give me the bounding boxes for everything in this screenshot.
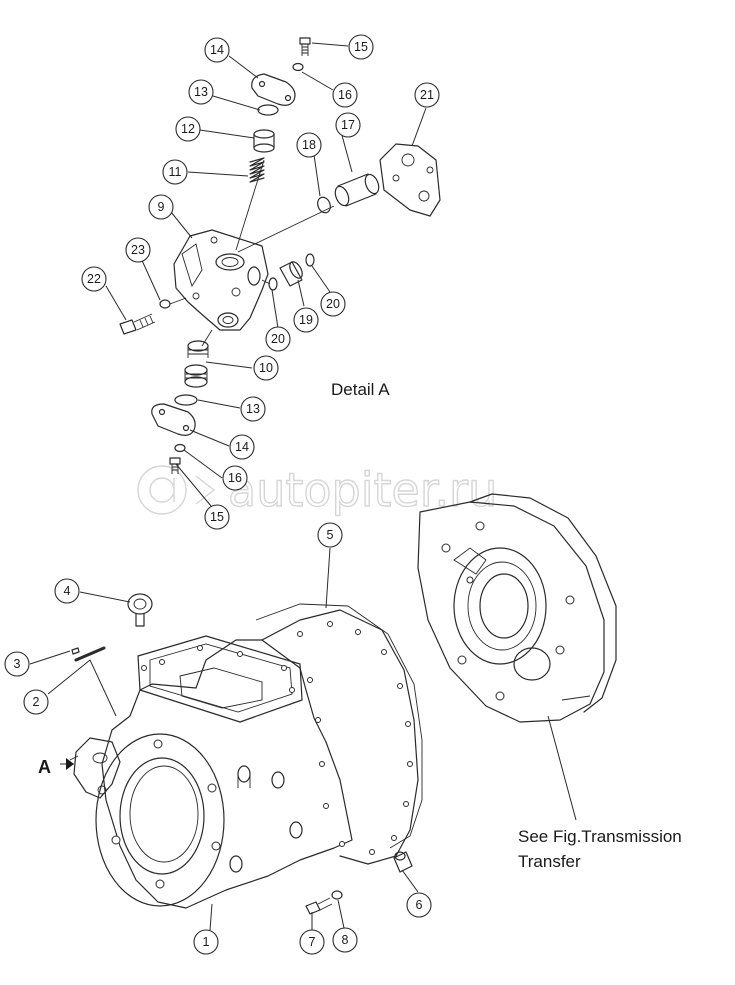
svg-text:7: 7 (309, 935, 316, 949)
callout-7: 7 (299, 929, 325, 955)
callout-6: 6 (406, 892, 432, 918)
part-plug (253, 129, 275, 153)
part-oring-side-b (305, 253, 315, 267)
svg-text:10: 10 (259, 361, 273, 375)
callout-8: 8 (332, 927, 358, 953)
part-lifting-eye (127, 593, 153, 627)
part-washer-case (331, 890, 343, 900)
callout-22: 22 (81, 266, 107, 292)
callout-12: 12 (175, 116, 201, 142)
svg-text:15: 15 (354, 40, 368, 54)
svg-text:14: 14 (210, 43, 224, 57)
valve-on-case (69, 737, 121, 799)
callout-16-top: 16 (332, 82, 358, 108)
svg-text:2: 2 (33, 695, 40, 709)
detail-a-label: Detail A (331, 380, 390, 399)
part-washer-side (159, 299, 171, 309)
part-washer-bottom (174, 443, 186, 453)
svg-text:13: 13 (194, 85, 208, 99)
svg-text:15: 15 (210, 510, 224, 524)
leader-lines (29, 42, 577, 931)
part-oring-pin (317, 196, 331, 214)
callout-2: 2 (23, 689, 49, 715)
part-spring (249, 157, 265, 183)
svg-text:3: 3 (14, 657, 21, 671)
callout-5: 5 (317, 522, 343, 548)
svg-text:8: 8 (342, 933, 349, 947)
transmission-case (60, 593, 423, 915)
part-plug-bottom (184, 340, 209, 388)
callout-20-right: 20 (320, 291, 346, 317)
view-a-marker: A (38, 757, 51, 777)
watermark-text: autopiter.ru (228, 463, 497, 517)
part-plug-side (279, 261, 303, 287)
part-screw-small (71, 647, 80, 655)
part-bolt-bottom (169, 457, 181, 474)
part-oring-top (257, 104, 279, 116)
see-fig-text-line1: See Fig.Transmission (518, 827, 682, 846)
callout-4: 4 (54, 578, 80, 604)
part-gasket (379, 143, 441, 217)
detail-a-assembly (119, 37, 441, 474)
svg-text:17: 17 (341, 118, 355, 132)
callout-9: 9 (148, 194, 174, 220)
watermark: autopiter.ru (137, 462, 498, 518)
svg-text:20: 20 (326, 297, 340, 311)
callout-13-bottom: 13 (240, 396, 266, 422)
svg-text:18: 18 (302, 138, 316, 152)
callout-17: 17 (335, 112, 361, 138)
svg-text:5: 5 (327, 528, 334, 542)
callout-23: 23 (125, 237, 151, 263)
callout-3: 3 (4, 651, 30, 677)
svg-text:11: 11 (169, 165, 182, 179)
callout-15-bottom: 15 (204, 504, 230, 530)
svg-text:16: 16 (338, 88, 352, 102)
part-cover-plate-bottom (151, 403, 196, 436)
part-oring-side-a (268, 277, 278, 291)
callout-18: 18 (296, 132, 322, 158)
callout-13-top: 13 (188, 79, 214, 105)
svg-text:20: 20 (271, 332, 285, 346)
svg-text:19: 19 (299, 313, 313, 327)
svg-text:16: 16 (228, 471, 242, 485)
svg-text:23: 23 (131, 243, 145, 257)
svg-text:6: 6 (416, 898, 423, 912)
svg-text:9: 9 (158, 200, 165, 214)
part-cover-plate-top (251, 73, 296, 106)
part-bolt-case (305, 897, 333, 915)
part-bolt-side (119, 313, 156, 335)
part-pin (334, 173, 380, 207)
part-valve-body (173, 229, 269, 331)
part-washer-top (292, 62, 304, 72)
callout-20-left: 20 (265, 326, 291, 352)
callout-14-bottom: 14 (229, 434, 255, 460)
callout-14-top: 14 (204, 37, 230, 63)
svg-text:4: 4 (64, 584, 71, 598)
see-fig-text-line2: Transfer (518, 852, 581, 871)
svg-text:1: 1 (203, 935, 210, 949)
callout-10: 10 (253, 355, 279, 381)
svg-text:12: 12 (181, 122, 195, 136)
svg-text:14: 14 (235, 440, 249, 454)
callout-1: 1 (193, 929, 219, 955)
callout-21: 21 (414, 82, 440, 108)
part-pin-long (74, 646, 106, 662)
part-bolt-top (299, 37, 311, 56)
part-dowel (393, 851, 413, 873)
svg-text:21: 21 (420, 88, 434, 102)
svg-text:22: 22 (87, 272, 101, 286)
part-oring-bottom (174, 394, 198, 406)
callout-19: 19 (293, 307, 319, 333)
callout-16-bottom: 16 (222, 465, 248, 491)
callout-15-top: 15 (348, 34, 374, 60)
callout-11: 11 (162, 159, 188, 185)
svg-text:13: 13 (246, 402, 260, 416)
callouts: 14 15 16 13 21 12 17 18 11 9 23 22 20 19… (4, 34, 440, 955)
transfer-housing (417, 493, 617, 723)
